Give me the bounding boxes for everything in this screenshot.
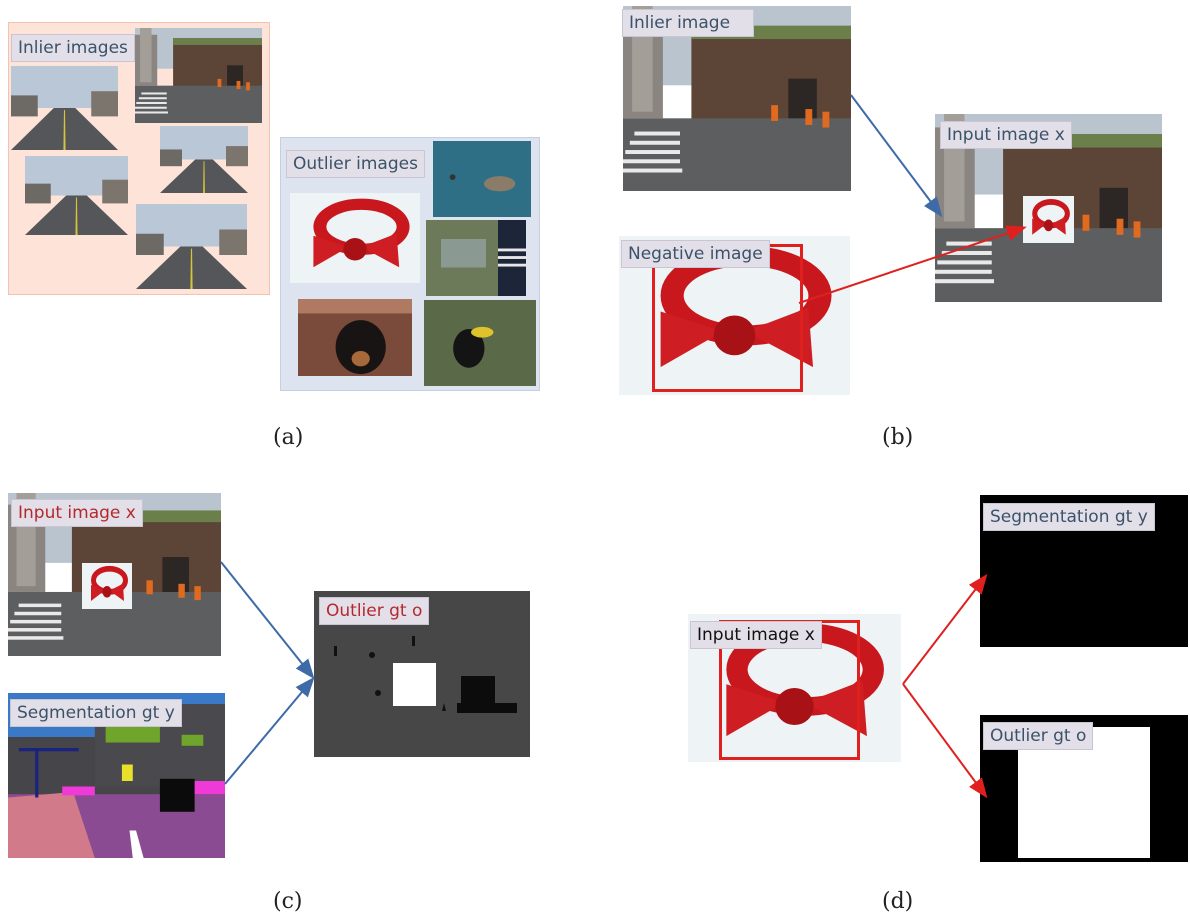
arrow-inlier-to-input bbox=[850, 94, 943, 218]
arrow-input-to-seg-gt bbox=[902, 573, 988, 685]
arrow-input-to-outlier-gt-d bbox=[902, 683, 988, 799]
arrow-seg-to-outlier-gt bbox=[224, 676, 315, 785]
inlier-image-label: Inlier image bbox=[622, 9, 754, 37]
input-image-x-label-c: Input image x bbox=[11, 499, 143, 527]
negative-image-label: Negative image bbox=[621, 240, 770, 268]
outlier-photo-person bbox=[426, 220, 526, 296]
pasted-outlier-patch-c bbox=[82, 563, 132, 609]
outlier-photo-dog bbox=[298, 299, 412, 376]
outlier-gt-o-label-d: Outlier gt o bbox=[983, 722, 1094, 750]
segmentation-gt-y-label-c: Segmentation gt y bbox=[10, 699, 182, 727]
caption-a: (a) bbox=[273, 425, 304, 450]
caption-d: (d) bbox=[882, 889, 914, 914]
input-image-x-label: Input image x bbox=[940, 121, 1072, 149]
pasted-outlier-patch bbox=[1023, 196, 1074, 243]
input-image-x-label-d: Input image x bbox=[690, 621, 822, 649]
inlier-images-label: Inlier images bbox=[11, 34, 135, 62]
caption-b: (b) bbox=[882, 425, 914, 450]
inlier-photo-1 bbox=[135, 28, 262, 123]
outlier-photo-bowtie bbox=[290, 193, 420, 283]
outlier-photo-toucan bbox=[424, 300, 536, 386]
arrow-input-to-outlier-gt bbox=[220, 561, 315, 680]
segmentation-gt-y-label-d: Segmentation gt y bbox=[983, 503, 1155, 531]
inlier-photo-2 bbox=[11, 66, 118, 150]
inlier-photo-5 bbox=[136, 204, 247, 289]
outlier-photo-pelican bbox=[433, 141, 531, 217]
inlier-photo-3 bbox=[160, 126, 248, 193]
outlier-images-label: Outlier images bbox=[286, 150, 425, 178]
caption-c: (c) bbox=[273, 889, 303, 914]
inlier-photo-4 bbox=[25, 156, 128, 235]
outlier-gt-o-label-c: Outlier gt o bbox=[319, 597, 430, 625]
